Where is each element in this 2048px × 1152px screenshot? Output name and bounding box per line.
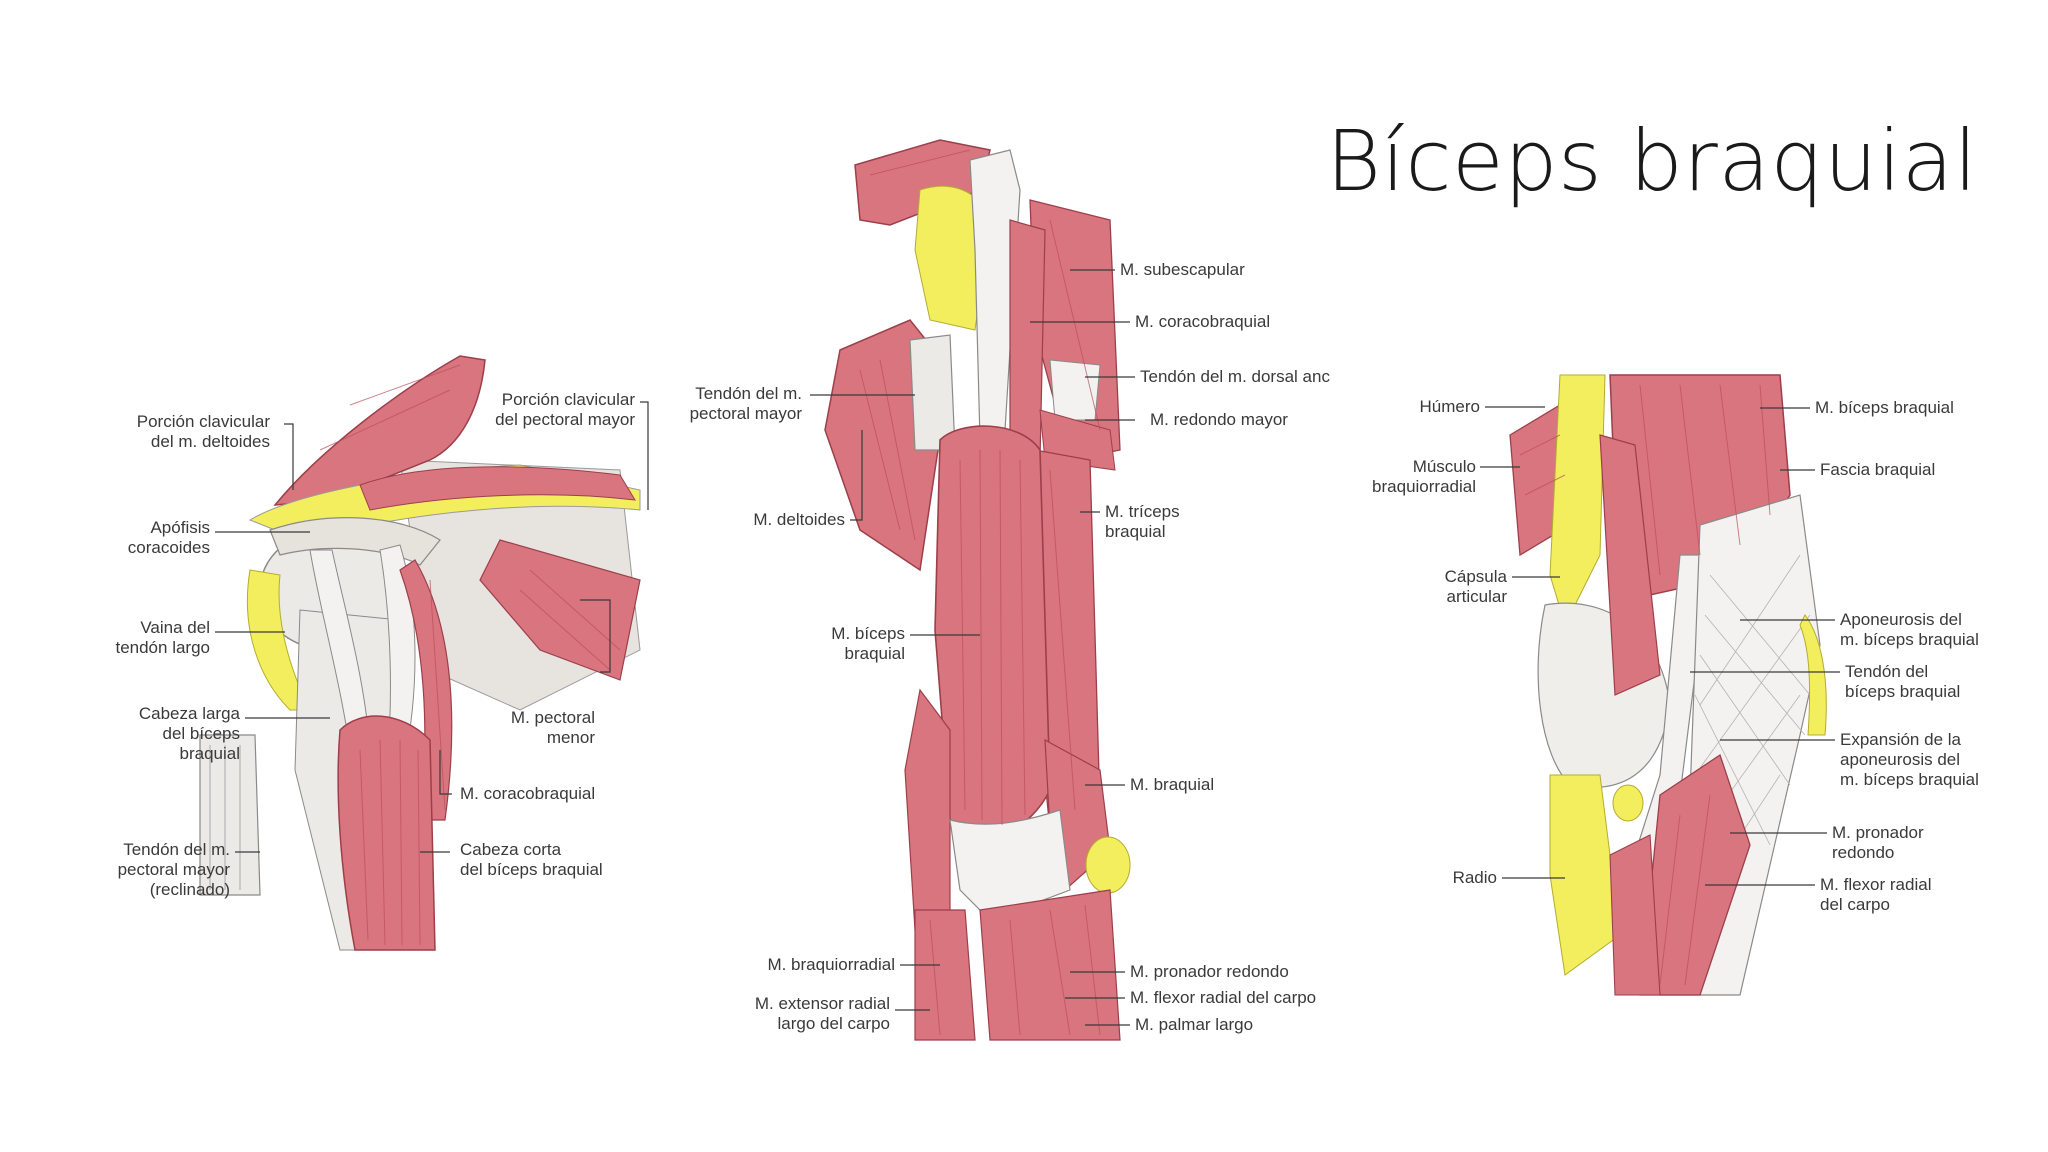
label-pectoral-minor: M. pectoral menor	[510, 708, 595, 747]
right-fiber-lines	[1519, 384, 1771, 986]
aponeurosis-fat-strip	[1799, 614, 1827, 736]
label-flexor-carpi-radialis-right: M. flexor radial del carpo	[1820, 875, 1932, 914]
latissimus-tendon	[1049, 359, 1101, 421]
label-deltoid-clavicular: Porción clavicular del m. deltoides	[136, 412, 270, 451]
flexor-carpi-radialis-muscle	[1609, 834, 1661, 996]
label-palmaris-longus: M. palmar largo	[1135, 1015, 1254, 1034]
brachialis-muscle	[904, 688, 951, 931]
label-pectoral-clavicular: Porción clavicular del pectoral mayor	[495, 390, 635, 429]
slide-title: Bíceps braquial	[1326, 112, 1978, 210]
brachioradialis-muscle	[914, 909, 976, 1041]
label-biceps-short-head: Cabeza corta del bíceps braquial	[460, 840, 603, 879]
label-long-tendon-sheath: Vaina del tendón largo	[115, 618, 210, 657]
label-biceps-aponeurosis: Aponeurosis del m. bíceps braquial	[1840, 610, 1979, 649]
shoulder-illustration	[199, 355, 649, 951]
label-latissimus-tendon: Tendón del m. dorsal anc	[1140, 367, 1330, 386]
label-humerus: Húmero	[1419, 397, 1480, 416]
label-biceps-long-head: Cabeza larga del bíceps braquial	[138, 704, 240, 763]
label-subscapularis: M. subescapular	[1120, 260, 1245, 279]
right-leader-lines	[1480, 406, 1840, 886]
forearm-flexor-muscles	[979, 889, 1121, 1041]
left-leader-lines	[215, 401, 649, 853]
pectoral-minor-muscle	[479, 539, 641, 681]
label-brachioradialis-muscle: Músculo braquiorradial	[1372, 457, 1476, 496]
elbow-aponeurosis	[949, 809, 1071, 921]
biceps-main-belly	[934, 425, 1051, 836]
brachialis-strip	[1599, 434, 1661, 696]
label-coracobrachialis: M. coracobraquial	[460, 784, 596, 803]
label-pectoral-major-tendon-reflected: Tendón del m. pectoral mayor (reclinado)	[117, 840, 230, 899]
label-biceps: M. bíceps braquial	[831, 624, 905, 663]
deltoid-clavicular-muscle	[273, 355, 486, 506]
shoulder-illustration-panel: Porción clavicular del m. deltoides Porc…	[100, 350, 660, 960]
radius-head-fat	[1612, 784, 1644, 822]
arm-anterior-illustration-panel: M. subescapular M. coracobraquial Tendón…	[690, 130, 1350, 1041]
pectoral-major-tendon	[909, 334, 956, 451]
center-leader-lines	[810, 269, 1135, 1026]
arm-anterior-illustration	[810, 139, 1135, 1041]
label-pectoral-major-tendon-center: Tendón del m. pectoral mayor	[689, 384, 802, 423]
label-flexor-carpi-radialis: M. flexor radial del carpo	[1130, 988, 1317, 1007]
label-radius: Radio	[1452, 868, 1497, 887]
label-biceps-tendon: Tendón del bíceps braquial	[1845, 662, 1961, 701]
elbow-illustration	[1480, 374, 1840, 996]
label-brachial-fascia: Fascia braquial	[1820, 460, 1936, 479]
biceps-belly-muscle	[337, 715, 436, 951]
label-coracoid-process: Apófisis coracoides	[127, 518, 210, 557]
label-triceps: M. tríceps braquial	[1105, 502, 1180, 541]
biceps-fiber-lines	[319, 364, 621, 946]
pectoral-clavicular-muscle	[359, 466, 636, 511]
label-biceps-brachii-right: M. bíceps braquial	[1815, 398, 1954, 417]
elbow-illustration-panel: Húmero M. bíceps braquial Músculo braqui…	[1360, 374, 2000, 996]
pectoral-major-tendon-reflected	[199, 734, 261, 896]
label-brachialis: M. braquial	[1130, 775, 1215, 794]
label-coracobrachialis-center: M. coracobraquial	[1135, 312, 1271, 331]
radius-bone	[1549, 774, 1621, 976]
label-pronator-teres-right: M. pronador redondo	[1832, 823, 1924, 862]
center-fiber-lines	[859, 149, 1101, 1036]
label-deltoid: M. deltoides	[753, 510, 845, 529]
label-extensor-carpi-radialis: M. extensor radial largo del carpo	[754, 994, 890, 1033]
label-aponeurosis-expansion: Expansión de la aponeurosis del m. bícep…	[1840, 730, 1979, 789]
humerus-bone-fat	[1549, 374, 1606, 627]
label-joint-capsule: Cápsula articular	[1444, 567, 1507, 606]
label-brachioradialis: M. braquiorradial	[767, 955, 895, 974]
label-pronator-teres: M. pronador redondo	[1130, 962, 1289, 981]
elbow-fat-pad	[1085, 836, 1131, 894]
label-teres-major: M. redondo mayor	[1150, 410, 1288, 429]
